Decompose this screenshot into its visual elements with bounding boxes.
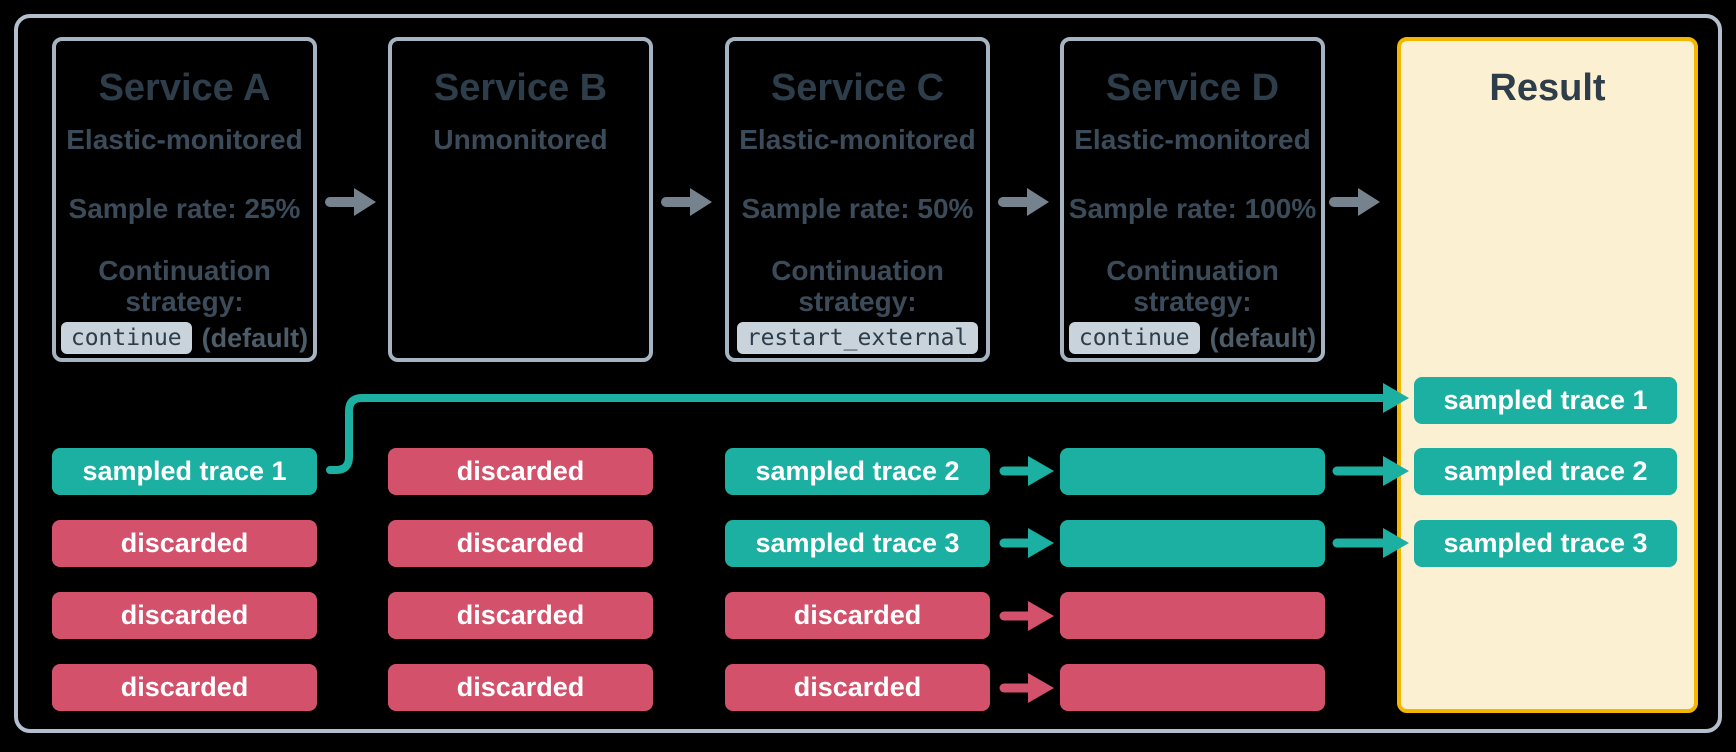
trace-pill: sampled trace 3	[725, 520, 990, 567]
service-c-strategy-row: restart_external	[736, 322, 979, 355]
service-box-a: Service A Elastic-monitored Sample rate:…	[52, 37, 317, 362]
service-a-sample-rate: Sample rate: 25%	[68, 192, 301, 224]
service-b-monitoring-label: Unmonitored	[433, 123, 608, 155]
trace-pill	[1060, 520, 1325, 567]
result-trace-pill: sampled trace 3	[1414, 520, 1677, 567]
result-trace-pill: sampled trace 1	[1414, 377, 1677, 424]
trace-pill: discarded	[388, 592, 653, 639]
trace-pill: discarded	[52, 592, 317, 639]
trace-pill: sampled trace 1	[52, 448, 317, 495]
trace-pill: discarded	[388, 664, 653, 711]
result-trace-pill: sampled trace 2	[1414, 448, 1677, 495]
service-a-strategy-row: continue (default)	[60, 322, 309, 355]
trace-pill: discarded	[52, 520, 317, 567]
service-d-strategy-row: continue (default)	[1068, 322, 1317, 355]
service-box-b: Service B Unmonitored	[388, 37, 653, 362]
service-d-continuation-label: Continuation strategy:	[1106, 254, 1279, 318]
service-c-strategy-code-chip: restart_external	[736, 322, 979, 355]
trace-pill: discarded	[388, 520, 653, 567]
service-d-strategy-default-suffix: (default)	[1209, 322, 1317, 353]
trace-pill: discarded	[725, 664, 990, 711]
diagram-outer-frame	[14, 14, 1722, 733]
service-b-title: Service B	[433, 67, 608, 109]
result-title: Result	[1489, 67, 1606, 109]
trace-pill: sampled trace 2	[725, 448, 990, 495]
trace-pill	[1060, 592, 1325, 639]
service-box-c: Service C Elastic-monitored Sample rate:…	[725, 37, 990, 362]
service-d-strategy-code-chip: continue	[1068, 322, 1200, 355]
service-c-continuation-label: Continuation strategy:	[771, 254, 944, 318]
service-a-strategy-code-chip: continue	[60, 322, 192, 355]
service-d-sample-rate: Sample rate: 100%	[1068, 192, 1317, 224]
service-a-monitoring-label: Elastic-monitored	[66, 123, 303, 155]
trace-pill: discarded	[388, 448, 653, 495]
service-c-monitoring-label: Elastic-monitored	[739, 123, 976, 155]
trace-pill	[1060, 664, 1325, 711]
service-c-sample-rate: Sample rate: 50%	[741, 192, 974, 224]
trace-pill: discarded	[52, 664, 317, 711]
service-a-strategy-default-suffix: (default)	[201, 322, 309, 353]
service-c-title: Service C	[770, 67, 945, 109]
service-d-monitoring-label: Elastic-monitored	[1074, 123, 1311, 155]
service-a-title: Service A	[98, 67, 271, 109]
result-box: Result	[1397, 37, 1698, 713]
trace-pill	[1060, 448, 1325, 495]
service-d-title: Service D	[1105, 67, 1280, 109]
trace-pill: discarded	[725, 592, 990, 639]
service-box-d: Service D Elastic-monitored Sample rate:…	[1060, 37, 1325, 362]
service-a-continuation-label: Continuation strategy:	[98, 254, 271, 318]
